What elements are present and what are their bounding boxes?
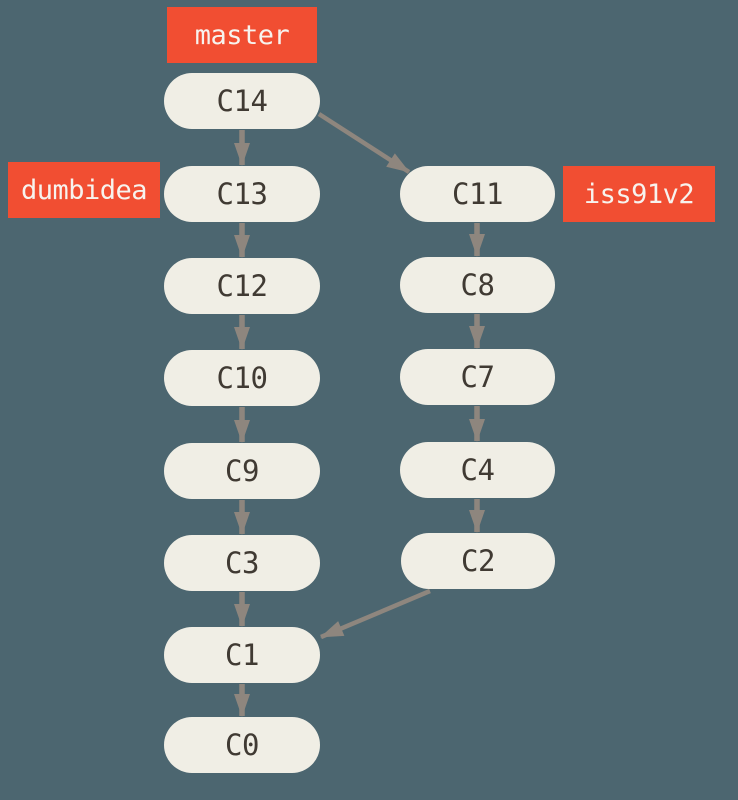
commit-node-C4: C4	[400, 442, 555, 498]
commit-node-C7: C7	[400, 349, 555, 405]
commit-label: C13	[216, 177, 268, 211]
commit-label: C0	[225, 728, 259, 762]
branch-label-iss91v2: iss91v2	[563, 166, 715, 222]
commit-label: C9	[225, 454, 259, 488]
commit-label: C14	[216, 84, 268, 118]
commit-node-C13: C13	[164, 166, 320, 222]
commit-node-C12: C12	[164, 258, 320, 314]
commit-label: C11	[452, 177, 503, 211]
commit-label: C4	[460, 453, 495, 487]
commit-label: C12	[216, 269, 268, 303]
edge-arrow-C14-to-C11	[317, 112, 411, 174]
commit-node-C9: C9	[164, 443, 320, 499]
commit-label: C7	[460, 360, 495, 394]
branch-label-dumbidea: dumbidea	[8, 162, 160, 218]
commit-node-C14: C14	[164, 73, 320, 129]
commit-node-C8: C8	[400, 257, 555, 313]
commit-node-C1: C1	[164, 627, 320, 683]
branch-label-text: dumbidea	[20, 174, 148, 206]
commit-label: C3	[225, 546, 259, 580]
commit-label: C8	[460, 268, 495, 302]
commit-node-C0: C0	[164, 717, 320, 773]
commit-label: C10	[216, 361, 268, 395]
commit-node-C10: C10	[164, 350, 320, 406]
edge-arrow-C2-to-C1	[320, 588, 431, 640]
commit-label: C2	[461, 544, 495, 578]
commit-node-C11: C11	[400, 166, 555, 222]
branch-label-text: master	[194, 19, 290, 51]
commit-label: C1	[225, 638, 259, 672]
branch-label-master: master	[167, 7, 317, 63]
branch-label-text: iss91v2	[583, 178, 695, 210]
commit-node-C2: C2	[401, 533, 555, 589]
commit-node-C3: C3	[164, 535, 320, 591]
